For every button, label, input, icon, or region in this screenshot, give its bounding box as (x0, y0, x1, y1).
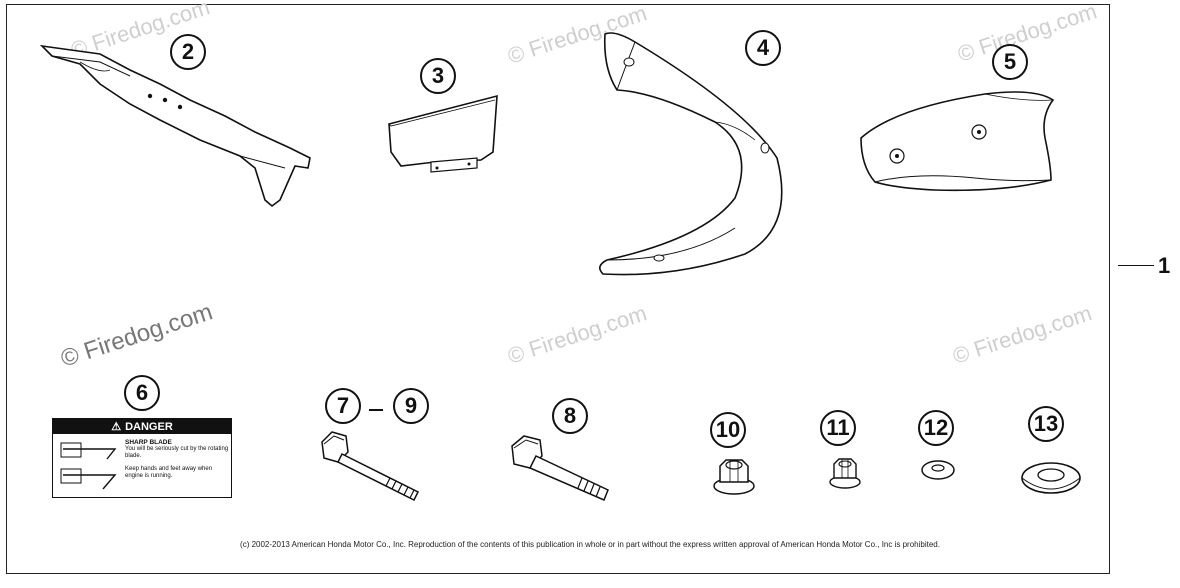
bolt-7-9-part[interactable] (318, 428, 428, 508)
washer-13-part[interactable] (1020, 460, 1082, 496)
label-header: ⚠ DANGER (53, 419, 231, 434)
bolt-8-part[interactable] (508, 432, 618, 512)
plate-part[interactable] (385, 92, 505, 182)
callout-4: 4 (745, 30, 781, 66)
label-header-text: DANGER (125, 420, 173, 433)
assembly-leader-line (1118, 265, 1154, 266)
callout-9: 9 (393, 388, 429, 424)
range-dash (369, 409, 383, 411)
copyright-notice: (c) 2002-2013 American Honda Motor Co., … (240, 540, 940, 549)
callout-2: 2 (170, 34, 206, 70)
diagram-frame (6, 4, 1110, 574)
label-title: SHARP BLADE (125, 439, 172, 446)
callout-7: 7 (325, 388, 361, 424)
label-line-2: Keep hands and feet away when engine is … (125, 466, 213, 479)
warning-triangle-icon: ⚠ (111, 421, 122, 433)
callout-5: 5 (992, 44, 1028, 80)
washer-12-part[interactable] (920, 458, 956, 482)
nut-11-part[interactable] (828, 456, 862, 490)
callout-10: 10 (710, 412, 746, 448)
label-line-1: You will be seriously cut by the rotatin… (125, 446, 229, 459)
callout-3: 3 (420, 58, 456, 94)
callout-6: 6 (124, 375, 160, 411)
blade-hazard-icon (60, 442, 117, 490)
deflector-part[interactable] (855, 86, 1060, 206)
flange-nut-10-part[interactable] (712, 456, 756, 496)
callout-13: 13 (1028, 406, 1064, 442)
baffle-part[interactable] (595, 28, 795, 283)
blade-part[interactable] (39, 40, 315, 210)
callout-8: 8 (552, 398, 588, 434)
danger-label-part[interactable]: ⚠ DANGER SHARP BLADE You will be serious… (52, 418, 232, 498)
callout-1: 1 (1158, 253, 1171, 278)
label-body: SHARP BLADE You will be seriously cut by… (125, 439, 229, 480)
callout-11: 11 (820, 410, 856, 446)
callout-12: 12 (918, 410, 954, 446)
